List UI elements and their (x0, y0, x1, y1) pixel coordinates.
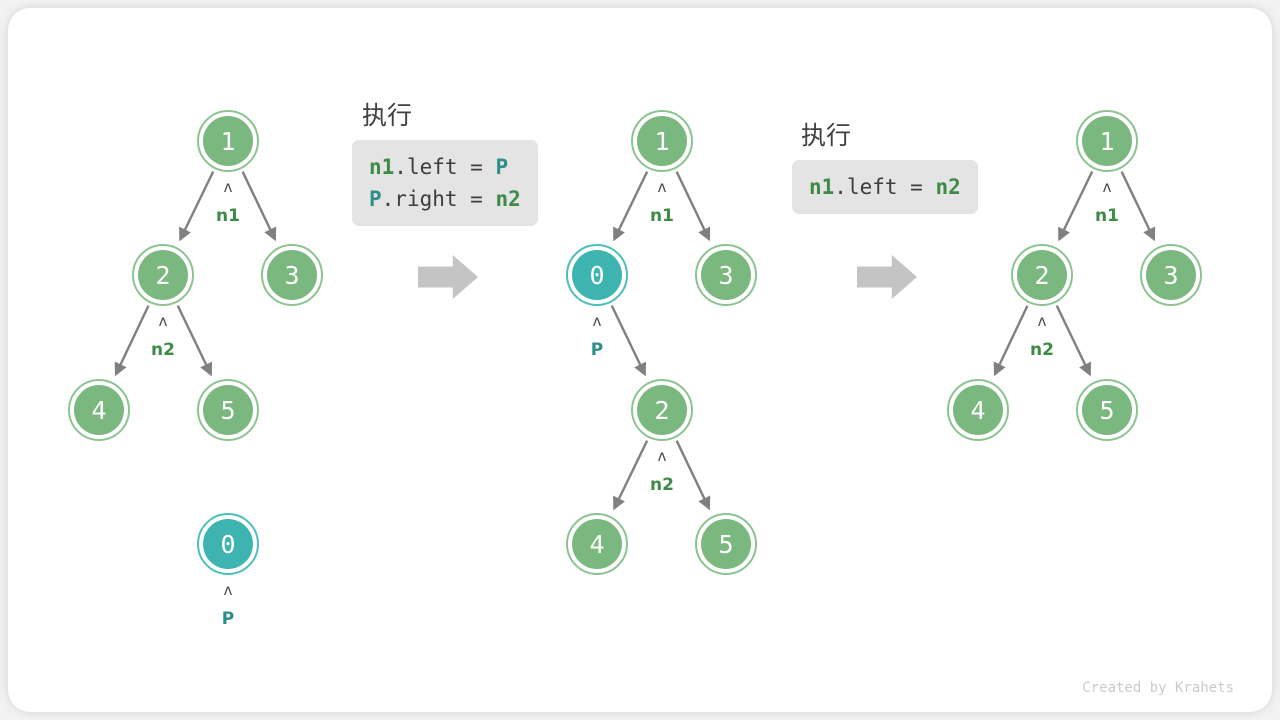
code-token: n2 (935, 175, 961, 199)
code-line: n1.left = P (369, 151, 521, 183)
tree-node: 4 (947, 379, 1009, 441)
tree-node-value: 2 (654, 396, 669, 425)
tree-node: 2 (631, 379, 693, 441)
tree-node-value: 1 (220, 127, 235, 156)
tree-edges (114, 171, 1156, 511)
pointer-caret-icon: ʌ (158, 312, 167, 330)
tree-node-value: 5 (220, 396, 235, 425)
code-token: n2 (495, 187, 521, 211)
tree-edge (675, 171, 711, 242)
tree-node: 4 (566, 513, 628, 575)
tree-edge (179, 171, 215, 242)
tree-edge (610, 305, 647, 377)
tree-node-value: 2 (155, 261, 170, 290)
tree-node-pointer-label: P (222, 609, 234, 629)
tree-node: 0 (566, 244, 628, 306)
tree-node-value: 0 (220, 530, 235, 559)
tree-edge (613, 440, 649, 511)
code-token: .right = (381, 187, 496, 211)
step-heading: 执行 (801, 121, 852, 150)
tree-node: 5 (695, 513, 757, 575)
tree-node-pointer-label: n1 (216, 206, 240, 226)
pointer-caret-icon: ʌ (657, 447, 666, 465)
code-token: P (369, 187, 382, 211)
tree-node: 5 (197, 379, 259, 441)
tree-edge (176, 305, 213, 377)
tree-node-value: 2 (1034, 261, 1049, 290)
tree-node-value: 1 (654, 127, 669, 156)
pointer-caret-icon: ʌ (223, 178, 232, 196)
tree-node-value: 5 (718, 530, 733, 559)
tree-node: 1 (197, 110, 259, 172)
tree-node-value: 0 (589, 261, 604, 290)
footer-credit: Created by Krahets (1082, 680, 1234, 696)
pointer-caret-icon: ʌ (1037, 312, 1046, 330)
code-line: n1.left = n2 (809, 171, 961, 203)
tree-node-pointer-label: n2 (650, 475, 674, 495)
tree-node-pointer-label: n1 (650, 206, 674, 226)
step-heading: 执行 (362, 101, 413, 130)
tree-node: 1 (631, 110, 693, 172)
tree-node: 2 (132, 244, 194, 306)
tree-node-pointer-label: n2 (151, 340, 175, 360)
pointer-caret-icon: ʌ (223, 581, 232, 599)
tree-node: 3 (261, 244, 323, 306)
tree-node: 5 (1076, 379, 1138, 441)
tree-node-value: 3 (718, 261, 733, 290)
tree-node: 0 (197, 513, 259, 575)
tree-node-pointer-label: n2 (1030, 340, 1054, 360)
tree-edge (613, 171, 649, 242)
tree-node: 4 (68, 379, 130, 441)
tree-edge (1058, 171, 1094, 242)
tree-edge (1120, 171, 1156, 242)
tree-edge (241, 171, 277, 242)
tree-node-value: 1 (1099, 127, 1114, 156)
transition-arrow-icon (418, 255, 478, 299)
transition-arrow-icon (857, 255, 917, 299)
tree-node-pointer-label: n1 (1095, 206, 1119, 226)
code-token: .left = (834, 175, 936, 199)
tree-edge (675, 440, 711, 511)
pointer-caret-icon: ʌ (1102, 178, 1111, 196)
pointer-caret-icon: ʌ (592, 312, 601, 330)
tree-node-pointer-label: P (591, 340, 603, 360)
tree-node: 2 (1011, 244, 1073, 306)
code-token: n1 (809, 175, 835, 199)
tree-node-value: 4 (91, 396, 106, 425)
step-code-block: n1.left = n2 (792, 160, 978, 214)
tree-node-value: 4 (589, 530, 604, 559)
tree-node-value: 3 (284, 261, 299, 290)
tree-node-value: 3 (1163, 261, 1178, 290)
tree-node: 3 (1140, 244, 1202, 306)
tree-node-value: 4 (970, 396, 985, 425)
code-line: P.right = n2 (369, 183, 521, 215)
tree-node: 3 (695, 244, 757, 306)
code-token: n1 (369, 155, 395, 179)
tree-edge (1055, 305, 1092, 377)
code-token: P (495, 155, 509, 179)
code-token: .left = (394, 155, 496, 179)
tree-node-value: 5 (1099, 396, 1114, 425)
transition-arrows (418, 255, 917, 299)
pointer-caret-icon: ʌ (657, 178, 666, 196)
tree-edge (993, 305, 1029, 377)
tree-edge (114, 305, 150, 377)
tree-node: 1 (1076, 110, 1138, 172)
